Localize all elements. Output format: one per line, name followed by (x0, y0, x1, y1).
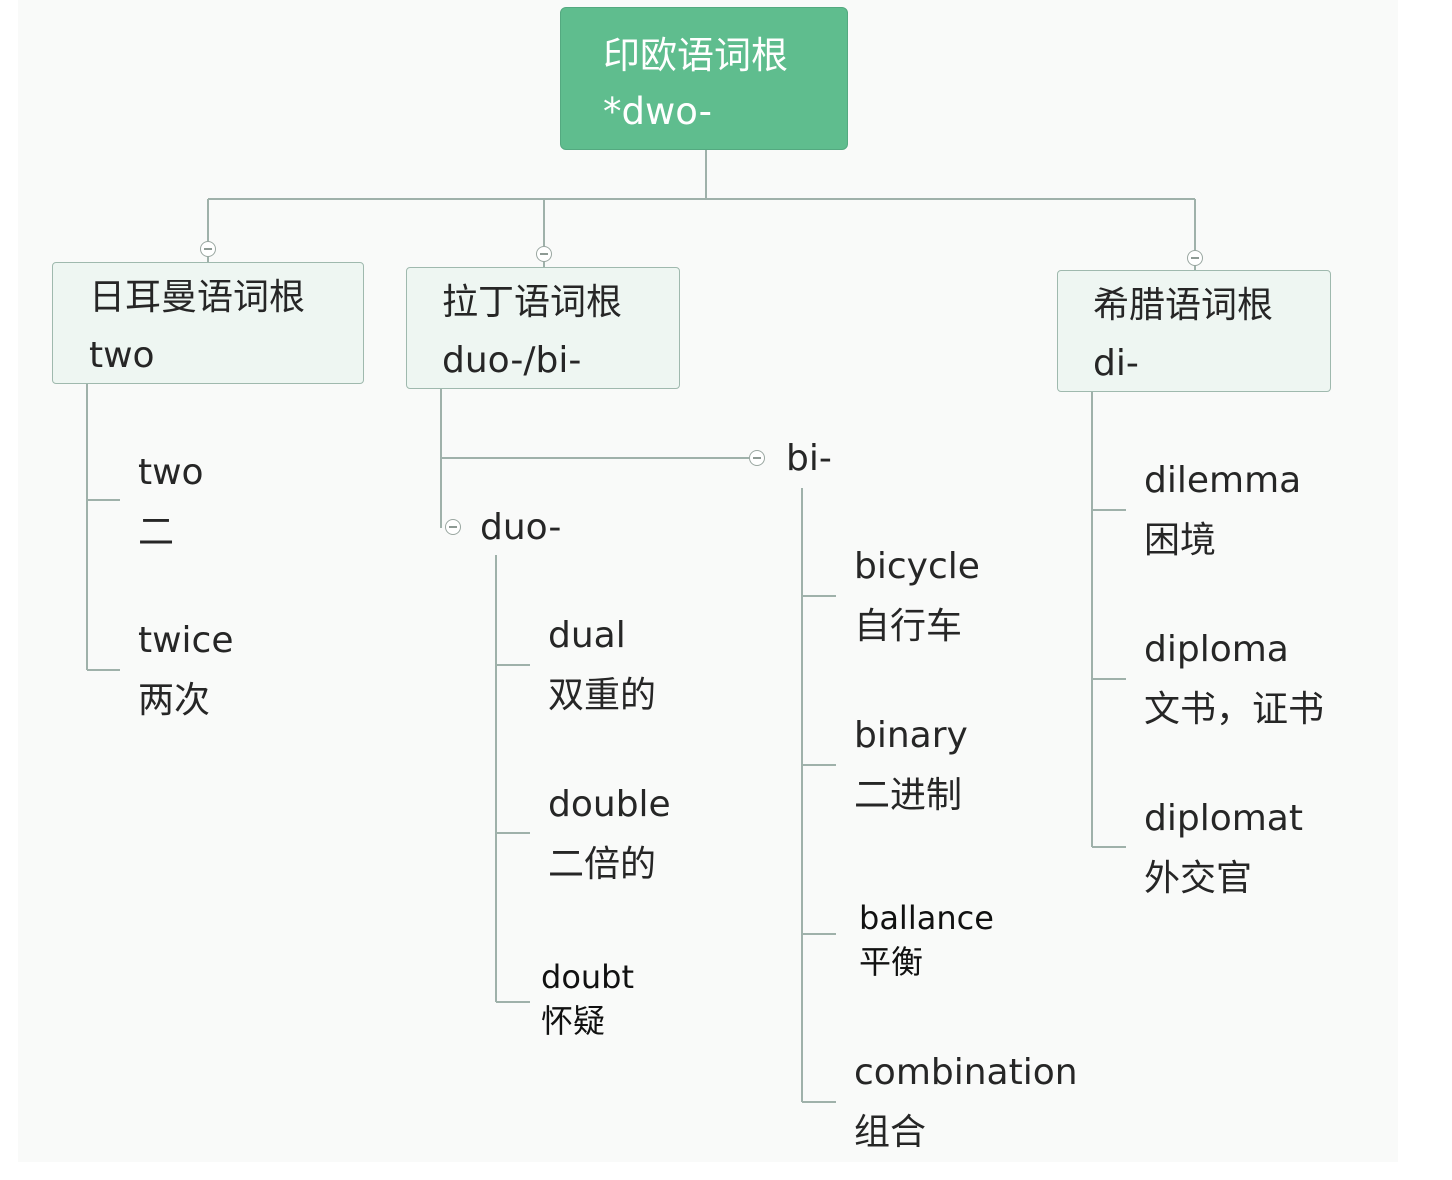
branch-node-greek[interactable]: 希腊语词根 di- (1057, 270, 1331, 392)
leaf-word: bicycle (854, 546, 980, 587)
branch-root-form: duo-/bi- (442, 340, 582, 381)
leaf-meaning: 外交官 (1144, 858, 1253, 899)
leaf-meaning: 两次 (138, 680, 211, 721)
leaf-word: twice (138, 620, 234, 661)
branch-root-form: di- (1093, 343, 1139, 384)
leaf-node[interactable]: diploma 文书，证书 (1144, 620, 1324, 740)
branch-title: 日耳曼语词根 (89, 277, 306, 318)
branch-node-germanic[interactable]: 日耳曼语词根 two (52, 262, 364, 384)
leaf-word: two (138, 452, 204, 493)
leaf-meaning: 平衡 (859, 943, 924, 981)
leaf-node[interactable]: twice 两次 (138, 611, 234, 731)
leaf-meaning: 二 (138, 512, 175, 553)
mindmap-canvas (18, 0, 1398, 1162)
leaf-word: dilemma (1144, 460, 1302, 501)
collapse-icon[interactable] (536, 246, 552, 262)
branch-node-latin[interactable]: 拉丁语词根 duo-/bi- (406, 267, 680, 389)
leaf-node[interactable]: bicycle 自行车 (854, 537, 980, 657)
leaf-word: combination (854, 1052, 1078, 1093)
collapse-icon[interactable] (749, 450, 765, 466)
leaf-word: binary (854, 715, 968, 756)
leaf-node[interactable]: binary 二进制 (854, 706, 968, 826)
leaf-node[interactable]: diplomat 外交官 (1144, 789, 1303, 909)
leaf-node[interactable]: dual 双重的 (548, 606, 656, 726)
leaf-meaning: 二进制 (854, 775, 963, 816)
leaf-word: double (548, 784, 671, 825)
leaf-meaning: 自行车 (854, 606, 963, 647)
leaf-meaning: 文书，证书 (1144, 689, 1325, 730)
sub-branch-duo[interactable]: duo- (480, 507, 562, 548)
leaf-meaning: 困境 (1144, 520, 1217, 561)
leaf-word: dual (548, 615, 626, 656)
leaf-meaning: 二倍的 (548, 844, 657, 885)
leaf-node[interactable]: two 二 (138, 443, 204, 563)
collapse-icon[interactable] (1187, 250, 1203, 266)
root-root-form: *dwo- (603, 90, 712, 133)
leaf-node[interactable]: ballance 平衡 (859, 896, 994, 984)
leaf-node[interactable]: dilemma 困境 (1144, 451, 1301, 571)
leaf-word: ballance (859, 899, 994, 937)
leaf-node[interactable]: doubt 怀疑 (541, 955, 634, 1043)
branch-root-form: two (89, 335, 155, 376)
leaf-meaning: 怀疑 (541, 1002, 606, 1040)
leaf-meaning: 双重的 (548, 675, 657, 716)
leaf-node[interactable]: double 二倍的 (548, 775, 671, 895)
root-node[interactable]: 印欧语词根 *dwo- (560, 7, 848, 150)
leaf-word: doubt (541, 958, 635, 996)
leaf-word: diploma (1144, 629, 1289, 670)
branch-title: 希腊语词根 (1093, 285, 1274, 326)
sub-branch-bi[interactable]: bi- (786, 438, 832, 479)
root-title: 印欧语词根 (603, 34, 788, 77)
leaf-meaning: 组合 (854, 1112, 927, 1153)
leaf-node[interactable]: combination 组合 (854, 1043, 1078, 1163)
collapse-icon[interactable] (445, 519, 461, 535)
branch-title: 拉丁语词根 (442, 282, 623, 323)
leaf-word: diplomat (1144, 798, 1303, 839)
collapse-icon[interactable] (200, 241, 216, 257)
